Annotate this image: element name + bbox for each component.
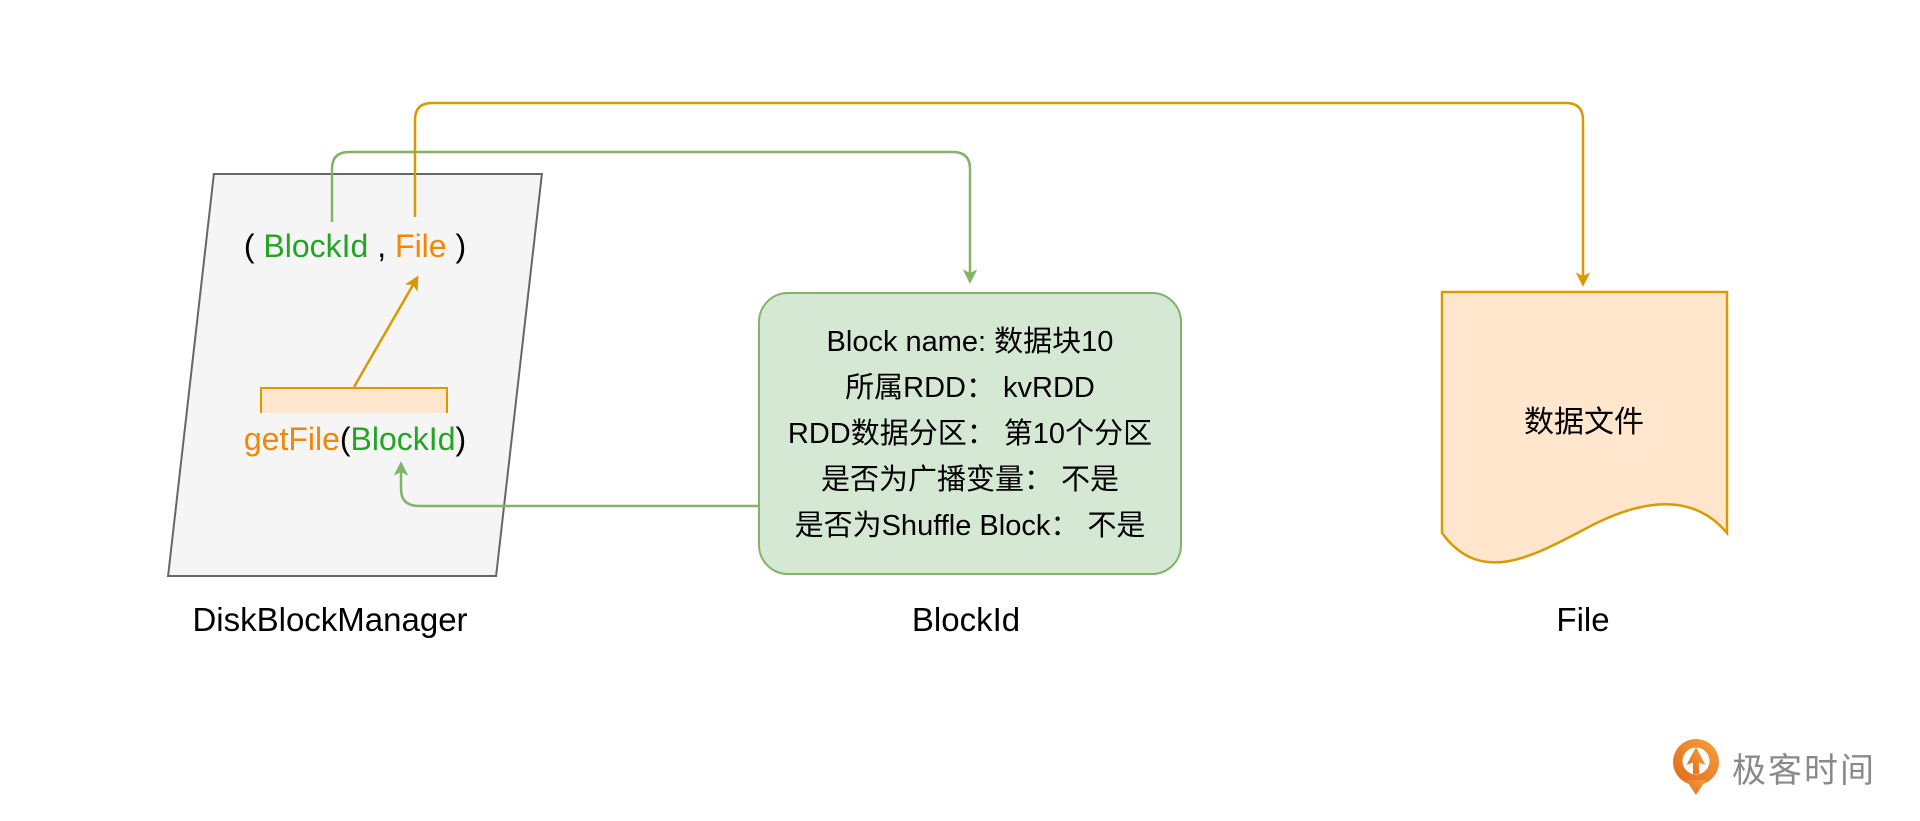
file-shape-text: 数据文件 bbox=[1524, 406, 1644, 439]
label-diskblockmanager: DiskBlockManager bbox=[192, 601, 468, 638]
tuple-text: ( BlockId , File ) bbox=[175, 228, 535, 265]
comma-separator: , bbox=[368, 228, 396, 264]
method-text: getFile(BlockId) bbox=[175, 421, 535, 458]
blockid-token: BlockId bbox=[263, 228, 369, 264]
geektime-logo-text: 极客时间 bbox=[1732, 751, 1876, 790]
open-paren: ( bbox=[243, 228, 264, 264]
connector-blockid-to-box bbox=[330, 150, 978, 284]
blockid-line-block-name: Block name: 数据块10 bbox=[826, 325, 1114, 358]
method-highlight-bar bbox=[260, 387, 448, 413]
connector-box-to-getfile bbox=[393, 461, 758, 508]
blockid-box: Block name: 数据块10 所属RDD： kvRDD RDD数据分区： … bbox=[758, 292, 1182, 575]
connector-file-to-shape bbox=[413, 101, 1591, 287]
file-token: File bbox=[395, 228, 447, 264]
blockid-line-shuffle: 是否为Shuffle Block： 不是 bbox=[794, 509, 1146, 542]
arrow-bar-to-tuple bbox=[352, 275, 419, 388]
blockid-line-owner-rdd: 所属RDD： kvRDD bbox=[845, 371, 1095, 404]
geektime-logo: 极客时间 bbox=[1670, 736, 1876, 798]
file-shape bbox=[1440, 290, 1729, 564]
geektime-logo-icon bbox=[1673, 739, 1719, 795]
label-blockid: BlockId bbox=[911, 601, 1021, 638]
method-open-paren: ( bbox=[339, 421, 351, 457]
method-close-paren: ) bbox=[455, 421, 467, 457]
close-paren: ) bbox=[446, 228, 467, 264]
blockid-arg-token: BlockId bbox=[350, 421, 456, 457]
blockid-line-broadcast: 是否为广播变量： 不是 bbox=[820, 463, 1120, 496]
label-file: File bbox=[1556, 601, 1610, 638]
blockid-line-partition: RDD数据分区： 第10个分区 bbox=[787, 417, 1153, 450]
getfile-token: getFile bbox=[243, 421, 340, 457]
